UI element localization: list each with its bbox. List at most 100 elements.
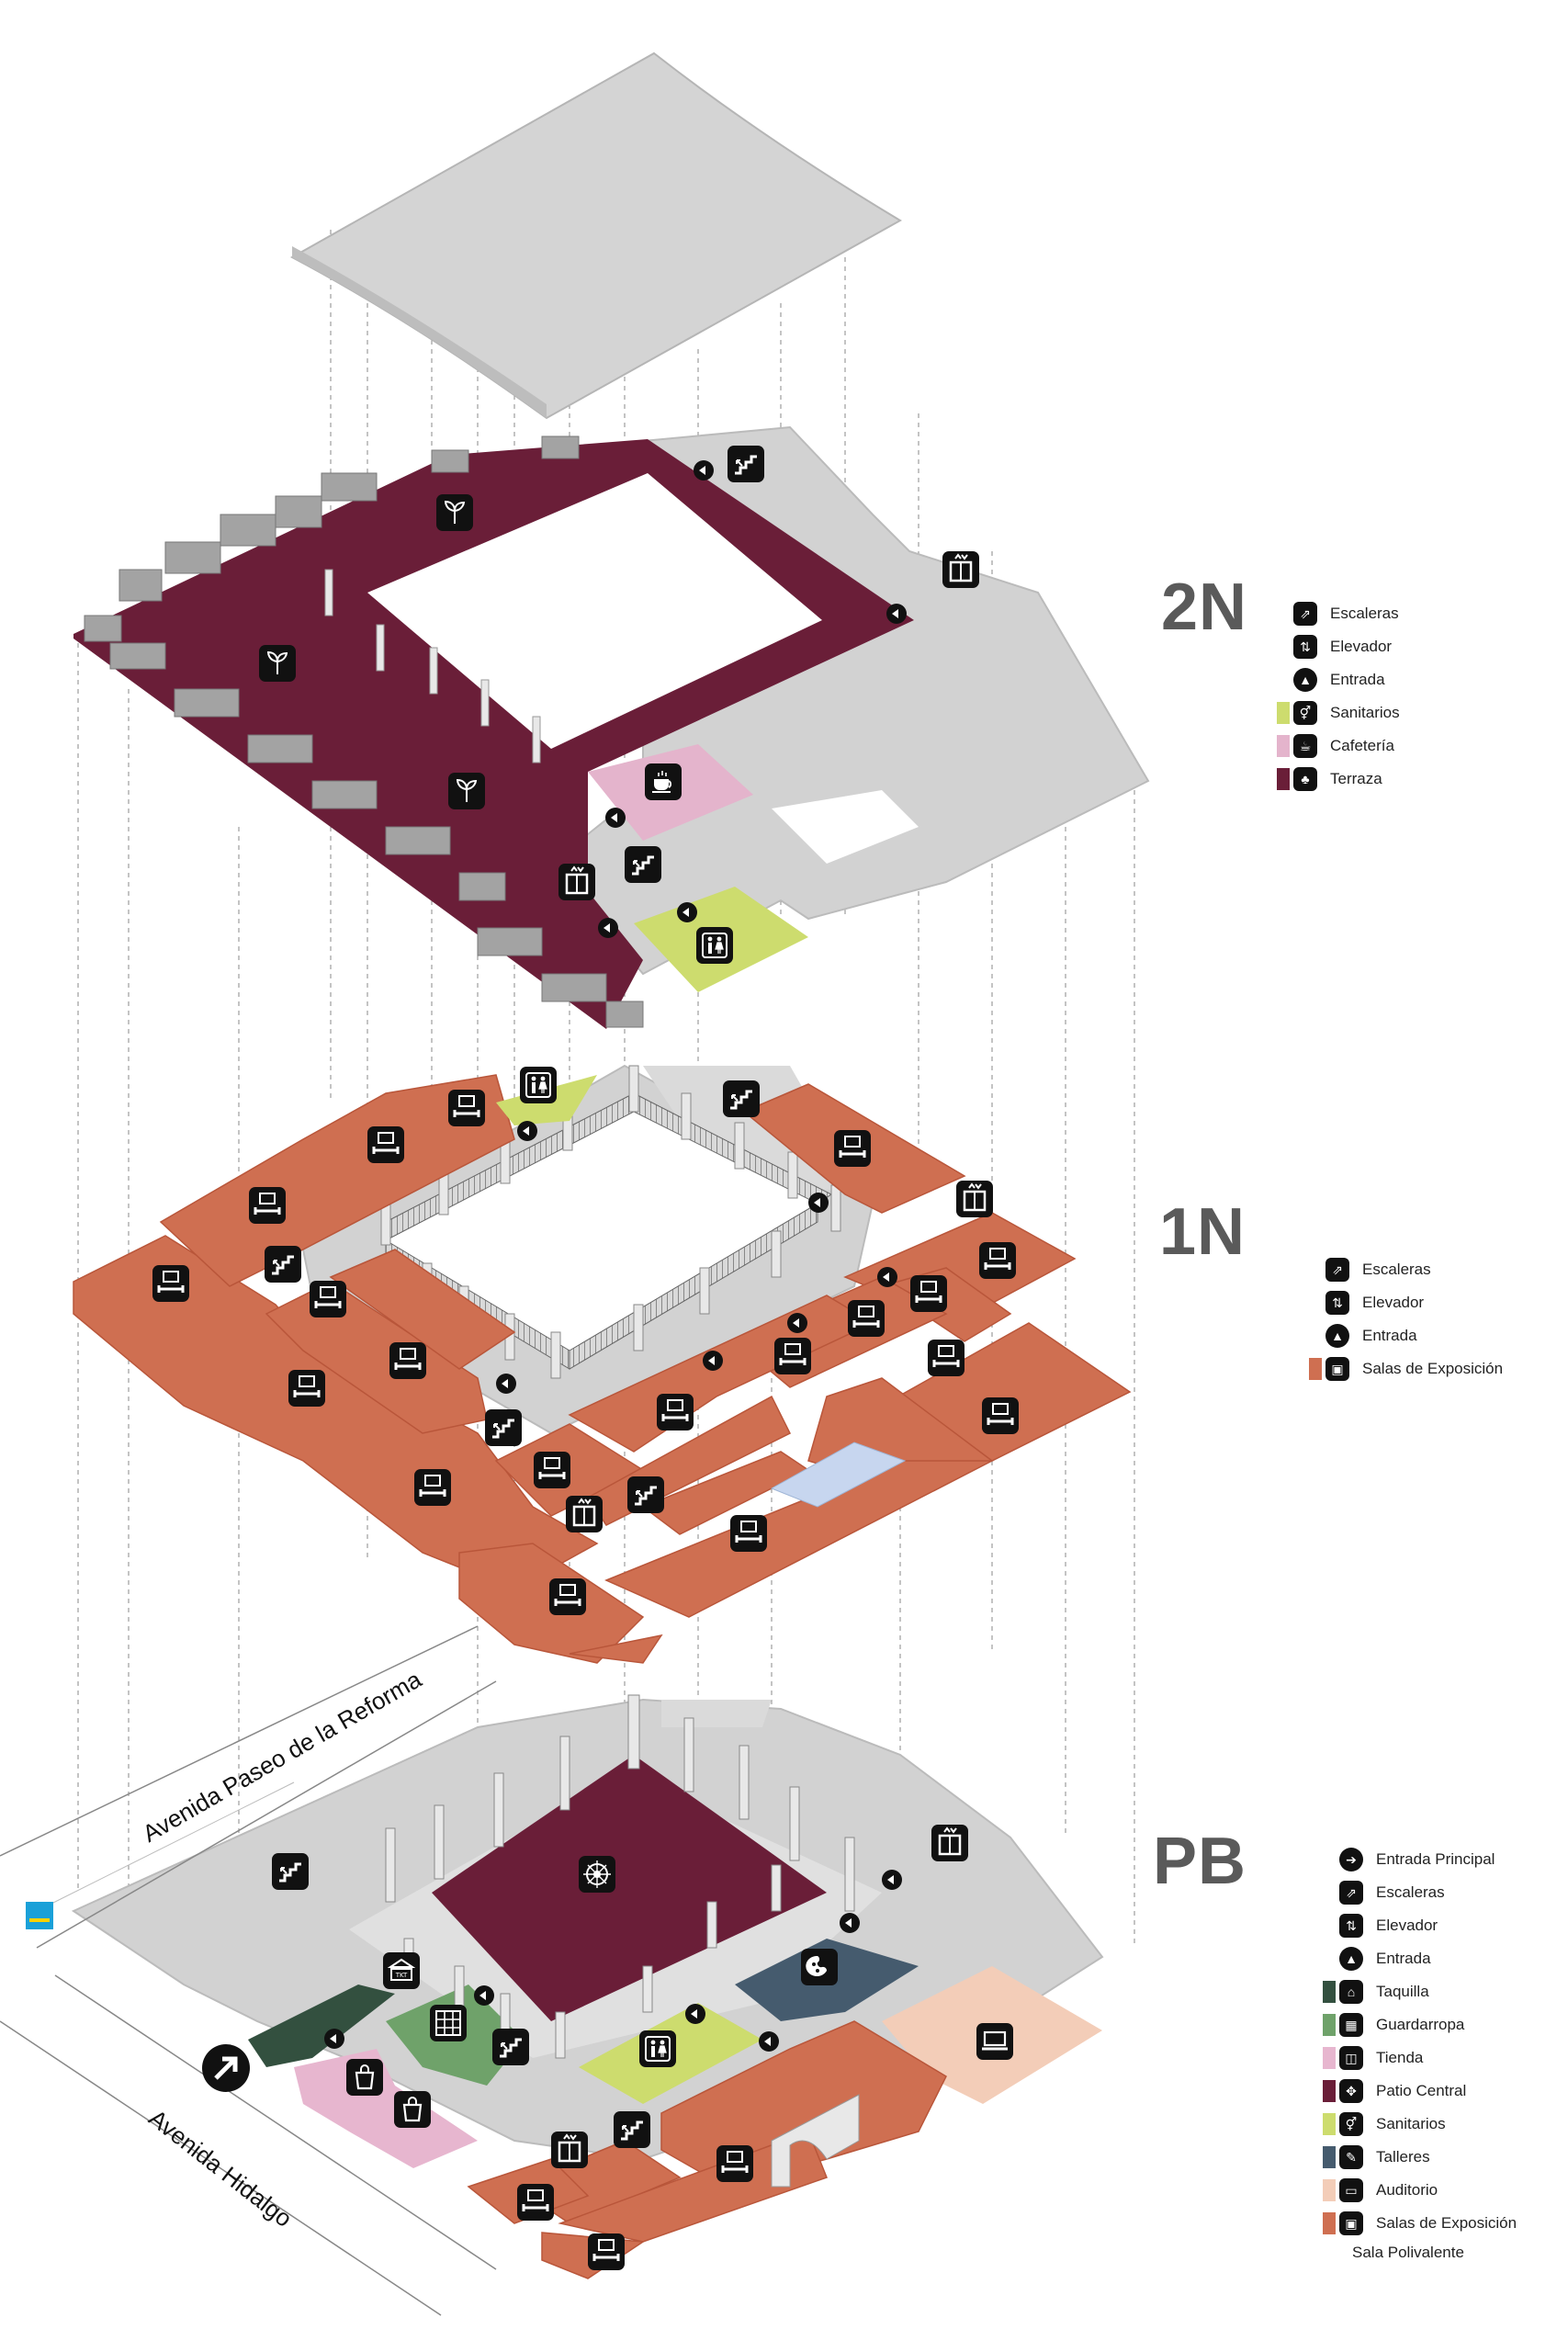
roof-level <box>289 51 902 420</box>
gallery-icon <box>287 1368 327 1408</box>
gallery-icon <box>846 1298 886 1339</box>
plant-icon: ♣ <box>1293 767 1317 791</box>
legend-swatch <box>1323 2146 1336 2168</box>
entrance-icon <box>605 808 626 828</box>
gallery-icon <box>388 1340 428 1381</box>
stairs-icon: ⇗ <box>1293 602 1317 626</box>
gallery-icon <box>655 1392 695 1432</box>
legend-swatch <box>1323 2014 1336 2036</box>
restroom-icon: ⚥ <box>1339 2112 1363 2136</box>
legend-item: ▦ Guardarropa <box>1323 2008 1517 2041</box>
entrance-icon <box>474 1985 494 2006</box>
legend-label: Cafetería <box>1330 737 1394 754</box>
legend-item: ⇗Escaleras <box>1323 1876 1517 1909</box>
entrance-icon <box>877 1267 897 1287</box>
main-entrance-icon: ➔ <box>1339 1848 1363 1871</box>
legend-swatch <box>1309 1292 1322 1314</box>
stairs-icon <box>491 2027 531 2067</box>
gallery-icon <box>926 1338 966 1378</box>
shop-icon: ◫ <box>1339 2046 1363 2070</box>
level-label-2n: 2N <box>1161 571 1248 644</box>
legend-item: ⇅ Elevador <box>1309 1286 1503 1319</box>
legend-label: Tienda <box>1376 2049 1424 2066</box>
legend-label: Salas de Exposición <box>1376 2214 1517 2232</box>
entrance-icon <box>496 1374 516 1394</box>
legend-swatch <box>1277 603 1290 625</box>
legend-item: ⇗ Escaleras <box>1277 597 1400 630</box>
gallery-icon <box>728 1513 769 1554</box>
stairs-icon <box>626 1475 666 1515</box>
auditorium-icon: ▭ <box>1339 2178 1363 2202</box>
legend-label: Sanitarios <box>1376 2115 1446 2132</box>
legend-item: ▲ Entrada <box>1277 663 1400 696</box>
level-1n-plan <box>73 1064 1132 1664</box>
coat-check-icon: ▦ <box>1339 2013 1363 2037</box>
legend-item: ✎Talleres <box>1323 2141 1517 2174</box>
gallery-icon <box>980 1396 1021 1436</box>
legend-item: ⇅Elevador <box>1277 630 1400 663</box>
legend-label: Entrada <box>1330 671 1385 688</box>
elevator-icon <box>557 862 597 902</box>
entrance-icon <box>808 1193 829 1213</box>
entrance-icon: ▲ <box>1293 668 1317 692</box>
legend-item: ▣Salas de Exposición <box>1323 2207 1517 2240</box>
legend-swatch <box>1323 2113 1336 2135</box>
gallery-icon <box>412 1467 453 1508</box>
elevator-icon <box>564 1494 604 1534</box>
entrance-icon: ▲ <box>1339 1947 1363 1971</box>
legend-swatch <box>1323 2179 1336 2201</box>
entrance-icon <box>694 460 714 481</box>
legend-label: Escaleras <box>1362 1261 1431 1278</box>
restroom-icon <box>638 2030 677 2068</box>
legend-swatch <box>1277 768 1290 790</box>
entrance-icon <box>882 1870 902 1890</box>
legend-label: Elevador <box>1362 1294 1425 1311</box>
legend-item: ⇅Elevador <box>1323 1909 1517 1942</box>
legend-label: Patio Central <box>1376 2082 1467 2099</box>
courtyard-icon <box>578 1855 616 1894</box>
legend-label: Escaleras <box>1330 605 1399 622</box>
legend-label: Talleres <box>1376 2148 1430 2165</box>
stairs-icon <box>623 844 663 885</box>
auditorium-icon <box>975 2021 1015 2062</box>
coffee-icon: ☕ <box>1293 734 1317 758</box>
gallery-icon <box>715 2143 755 2184</box>
elevator-icon: ⇅ <box>1293 635 1317 659</box>
gallery-icon <box>832 1128 873 1169</box>
entrance-icon <box>324 2029 344 2049</box>
level-label-1n: 1N <box>1159 1195 1247 1269</box>
elevator-icon <box>930 1823 970 1863</box>
plant-icon <box>258 644 297 683</box>
legend-swatch <box>1309 1259 1322 1281</box>
stairs-icon <box>726 444 766 484</box>
restroom-icon <box>519 1066 558 1104</box>
coat-check-icon <box>429 2004 468 2042</box>
legend-item: ◫ Tienda <box>1323 2041 1517 2075</box>
legend-item: ▣ Salas de Exposición <box>1309 1352 1503 1385</box>
courtyard-icon: ✥ <box>1339 2079 1363 2103</box>
ticket-icon <box>382 1951 421 1990</box>
gallery-icon <box>532 1450 572 1490</box>
legend-item: ▲Entrada <box>1323 1942 1517 1975</box>
gallery-icon <box>366 1125 406 1165</box>
plant-icon <box>447 772 486 810</box>
gallery-icon <box>308 1279 348 1319</box>
entrance-icon <box>517 1121 537 1141</box>
entrance-icon <box>598 918 618 938</box>
legend-item: ⚥Sanitarios <box>1277 696 1400 729</box>
legend-item: ♣Terraza <box>1277 763 1400 796</box>
legend-label: Salas de Exposición <box>1362 1360 1504 1377</box>
elevator-icon: ⇅ <box>1325 1291 1349 1315</box>
legend-swatch <box>1323 1948 1336 1970</box>
stairs-icon <box>612 2109 652 2150</box>
ticket-icon: ⌂ <box>1339 1980 1363 2004</box>
legend-label: Entrada Principal <box>1376 1850 1495 1868</box>
workshop-icon <box>801 1949 838 1985</box>
stairs-icon: ⇗ <box>1325 1258 1349 1282</box>
legend-swatch <box>1323 1981 1336 2003</box>
level-2n-plan <box>73 425 1150 1029</box>
gallery-icon: ▣ <box>1325 1357 1349 1381</box>
level-label-pb: PB <box>1153 1825 1247 1898</box>
legend-label: Guardarropa <box>1376 2016 1465 2033</box>
